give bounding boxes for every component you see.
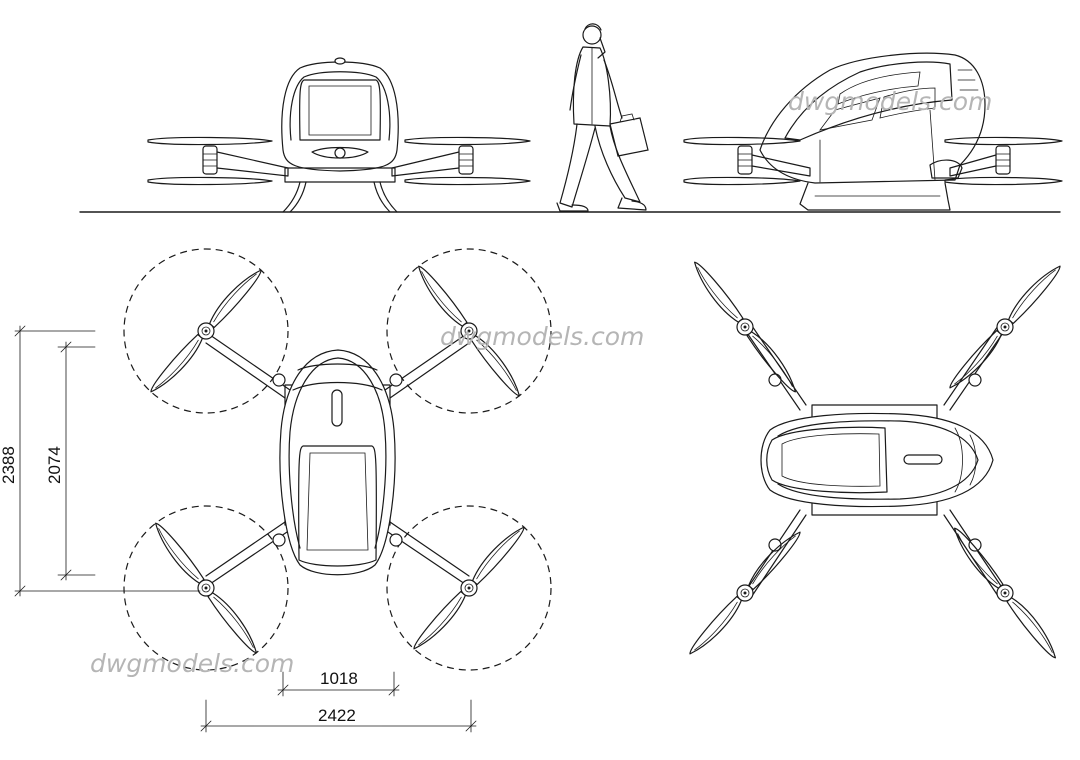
pedestrian-figure [556,23,649,212]
rotor-top-left [148,264,263,397]
side-motor-left [737,145,753,175]
rotated-cabin [760,412,994,508]
watermark-center: dwgmodels.com [440,322,644,351]
plan-cabin [279,349,396,576]
front-propellers [147,136,531,186]
side-propellers [683,136,1063,186]
rotor-disk-top-right [386,248,552,414]
side-cabin [759,52,986,184]
rotor-disk-top-left [123,248,289,414]
rotor-r-bottom-right [948,526,1062,660]
front-elevation [147,57,531,213]
front-cabin [281,61,399,172]
front-motor-left [202,145,218,175]
side-landing-skid [799,182,951,211]
dimension-width-inner: 1018 [277,669,400,697]
front-landing-gear [282,181,398,213]
watermark-bottom-left: dwgmodels.com [90,649,294,678]
front-windscreen [299,79,381,141]
dim-label-1018: 1018 [320,669,358,688]
dim-label-2388: 2388 [0,446,18,484]
dim-label-2074: 2074 [45,446,64,484]
rotor-bottom-left [149,521,263,655]
rotor-r-top-right [947,260,1062,393]
rotor-disk-bottom-left [123,505,289,671]
dim-label-2422: 2422 [318,706,356,725]
dimension-height-inner: 2074 [45,341,96,581]
front-motor-right [458,145,474,175]
plan-view-rotated [687,260,1062,660]
plan-canopy [298,445,377,567]
dimension-width-outer: 2422 [200,699,477,733]
side-motor-right [995,145,1011,175]
side-elevation [683,52,1063,211]
plan-view-dimensioned [123,248,552,671]
rotor-r-top-left [688,260,802,394]
watermark-top-right: dwgmodels.com [788,87,992,116]
rotor-bottom-right [411,521,526,654]
rotor-disk-bottom-right [386,505,552,671]
briefcase-icon [609,117,649,157]
dimension-height-outer: 2388 [0,325,201,597]
rotated-canopy [766,426,888,494]
